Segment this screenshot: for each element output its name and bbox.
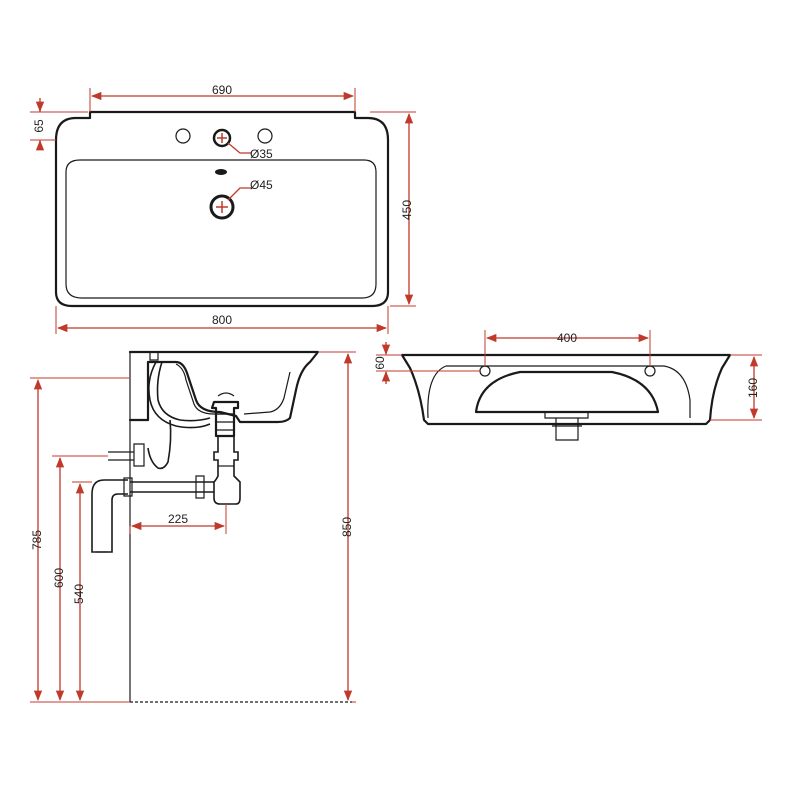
waste-valve [210,400,240,438]
top-view: 690 65 Ø35 Ø45 450 800 [30,83,416,334]
side-view: 225 785 600 540 850 [30,350,356,703]
drain-cross-icon [216,201,228,213]
dim-label-225: 225 [168,512,188,526]
dim-label-600: 600 [52,568,66,588]
dim-label-785: 785 [30,530,44,550]
dim-label-400: 400 [557,331,577,345]
dim-label-65: 65 [32,119,46,133]
dim-label-160: 160 [746,378,760,398]
front-view-bowl [474,370,660,414]
top-view-bowl [65,159,377,299]
front-view: 400 60 160 [373,330,762,441]
dim-label-690: 690 [212,83,232,97]
tap-hole-center-icon [212,128,232,148]
front-view-inner-curve [427,365,691,419]
waste-pipe [130,481,214,493]
front-view-drain [544,412,589,441]
tap-hole-right-icon [257,128,273,144]
drain-hole-icon [209,194,235,220]
dim-label-800: 800 [212,313,232,327]
bottle-trap [213,436,241,505]
supply-hose [147,419,172,470]
overflow-hole-left-icon [479,365,491,377]
tap-hole-cross-icon [217,133,227,143]
overflow-hose [148,361,211,429]
dim-label-850: 850 [340,517,354,537]
dim-label-450: 450 [400,200,414,220]
top-view-outline [54,110,390,308]
dim-label-tap-hole: Ø35 [250,147,273,161]
dim-label-drain-hole: Ø45 [250,178,273,192]
dim-label-60: 60 [373,356,387,370]
overflow-slot-icon [215,169,227,175]
tap-hole-left-icon [175,128,191,144]
wall-elbow [91,479,128,553]
overflow-hole-right-icon [644,365,656,377]
side-view-basin [128,350,320,424]
dim-label-540: 540 [72,584,86,604]
front-view-outline [400,353,732,426]
